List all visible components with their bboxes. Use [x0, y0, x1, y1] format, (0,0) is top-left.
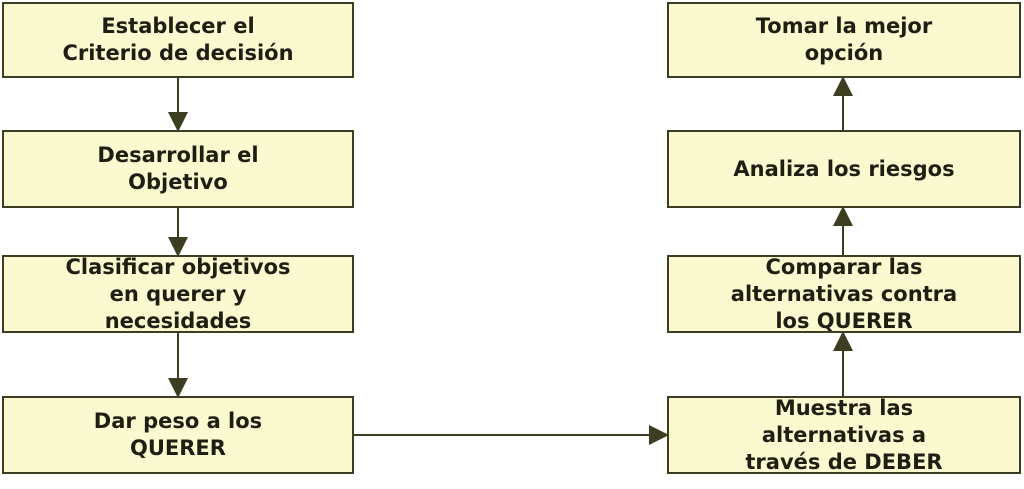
step-choose-best-option: Tomar la mejor opción: [667, 2, 1021, 78]
step-establish-criteria: Establecer el Criterio de decisión: [2, 2, 354, 78]
step-compare-alternatives: Comparar las alternativas contra los QUE…: [667, 255, 1021, 333]
step-analyze-risks: Analiza los riesgos: [667, 130, 1021, 208]
step-weight-wants: Dar peso a los QUERER: [2, 396, 354, 474]
step-classify-objectives: Clasificar objetivos en querer y necesid…: [2, 255, 354, 333]
step-show-alternatives: Muestra las alternativas a través de DEB…: [667, 396, 1021, 474]
step-develop-objective: Desarrollar el Objetivo: [2, 130, 354, 208]
